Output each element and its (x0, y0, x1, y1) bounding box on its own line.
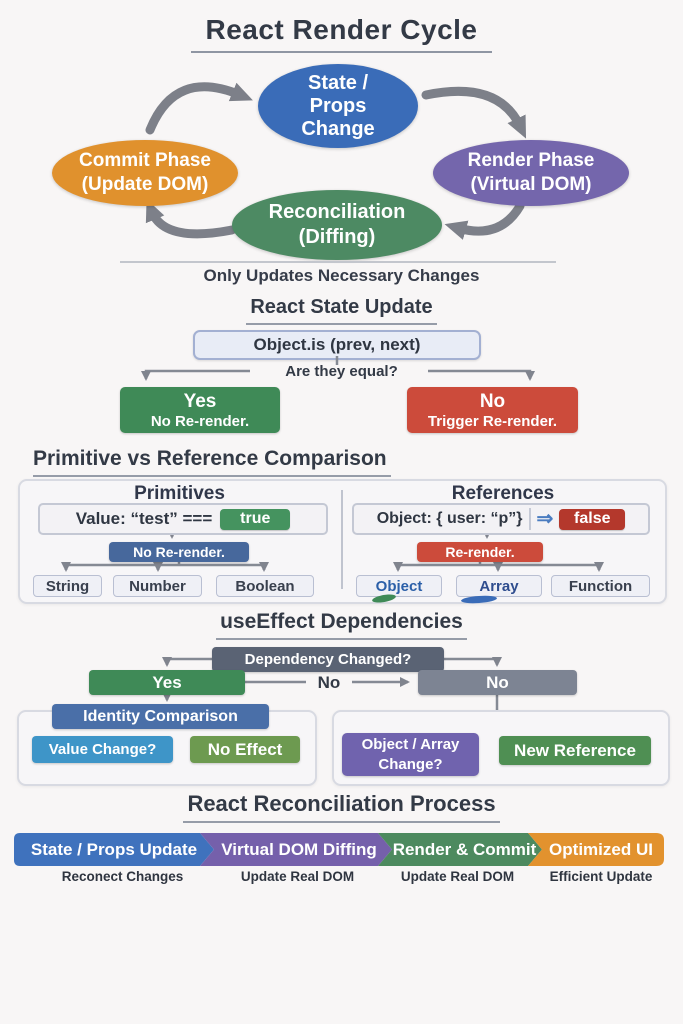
object-is-box: Object.is (prev, next) (193, 330, 481, 360)
type-boolean: Boolean (216, 575, 314, 597)
comparison-title: Primitive vs Reference Comparison (33, 447, 391, 477)
node-reconciliation-line2: (Diffing) (298, 226, 376, 248)
references-heading: References (451, 483, 555, 504)
process-chevron-bar (14, 833, 664, 866)
cycle-arrows-icon (145, 82, 527, 240)
useeffect-title: useEffect Dependencies (216, 610, 467, 640)
double-arrow-icon: ⇒ (536, 508, 554, 530)
panel-divider (341, 490, 343, 589)
node-state-props-change: State / Props Change (258, 64, 418, 148)
false-badge: false (559, 508, 626, 530)
identity-comparison-badge: Identity Comparison (52, 704, 269, 729)
node-state-line2: Props (309, 94, 367, 117)
useeffect-section-header: useEffect Dependencies (0, 610, 683, 640)
node-state-line3: Change (301, 117, 375, 140)
yes-label: Yes (183, 390, 217, 412)
chevron-step-4 (528, 833, 664, 866)
primitives-expression-box: Value: “test” === true (38, 503, 328, 535)
value-change-box: Value Change? (32, 736, 173, 763)
node-render-line2: (Virtual DOM) (470, 174, 592, 195)
primitives-expression: Value: “test” === (75, 509, 213, 528)
yes-sub: No Re-render. (150, 412, 250, 430)
node-reconciliation: Reconciliation (Diffing) (232, 190, 442, 260)
type-number: Number (113, 575, 202, 597)
type-function: Function (551, 575, 650, 597)
equal-question: Are they equal? (285, 363, 398, 380)
divider-line (120, 261, 556, 263)
no-trigger-rerender-box: No Trigger Re-render. (407, 387, 578, 433)
rerender-badge: Re-render. (417, 542, 543, 562)
step-label-state-props-update: State / Props Update (30, 840, 198, 859)
chevron-step-2 (200, 833, 392, 866)
useeffect-yes-box: Yes (89, 670, 245, 695)
node-commit-line1: Commit Phase (79, 150, 211, 172)
step-caption-2: Update Real DOM (240, 869, 355, 884)
node-render-line1: Render Phase (467, 150, 595, 172)
step-caption-4: Efficient Update (549, 869, 653, 884)
reconciliation-section-header: React Reconciliation Process (0, 791, 683, 823)
chevron-step-3 (378, 833, 542, 866)
type-array: Array (456, 575, 542, 597)
new-reference-box: New Reference (499, 736, 651, 765)
reconciliation-title: React Reconciliation Process (183, 791, 500, 823)
step-label-render-commit: Render & Commit (392, 840, 537, 859)
step-caption-3: Update Real DOM (400, 869, 515, 884)
chevron-step-1 (14, 833, 214, 866)
node-state-line1: State / (307, 71, 369, 94)
step-caption-1: Reconect Changes (61, 869, 184, 884)
no-effect-box: No Effect (190, 736, 300, 763)
state-update-section-header: React State Update (0, 296, 683, 325)
useeffect-no-box: No (418, 670, 577, 695)
step-label-virtual-dom-diffing: Virtual DOM Diffing (221, 840, 377, 859)
object-array-change-box: Object / Array Change? (342, 733, 479, 776)
node-render-phase: Render Phase (Virtual DOM) (433, 140, 629, 206)
edge-label-no: No (317, 673, 341, 692)
no-label: No (479, 390, 506, 412)
comparison-connectors (61, 529, 604, 572)
type-object: Object (356, 575, 442, 597)
cycle-caption: Only Updates Necessary Changes (203, 266, 480, 285)
step-label-optimized-ui: Optimized UI (549, 840, 653, 859)
true-badge: true (220, 508, 291, 530)
yes-no-rerender-box: Yes No Re-render. (120, 387, 280, 433)
expr-divider (528, 508, 531, 530)
node-commit-phase: Commit Phase (Update DOM) (52, 140, 238, 206)
type-string: String (33, 575, 102, 597)
node-commit-line2: (Update DOM) (81, 174, 209, 195)
no-sub: Trigger Re-render. (427, 412, 558, 430)
page-title: React Render Cycle (191, 14, 492, 53)
state-update-connectors (141, 356, 535, 381)
primitives-heading: Primitives (134, 483, 225, 504)
state-update-title: React State Update (246, 296, 437, 325)
node-reconciliation-line1: Reconciliation (268, 201, 406, 223)
references-expression: Object: { user: “p”} (376, 510, 523, 527)
render-cycle-section-header: React Render Cycle (0, 14, 683, 53)
comparison-section-header: Primitive vs Reference Comparison (33, 447, 391, 477)
dependency-changed-box: Dependency Changed? (212, 647, 444, 672)
no-rerender-badge: No Re-render. (109, 542, 249, 562)
references-expression-box: Object: { user: “p”} ⇒ false (352, 503, 650, 535)
